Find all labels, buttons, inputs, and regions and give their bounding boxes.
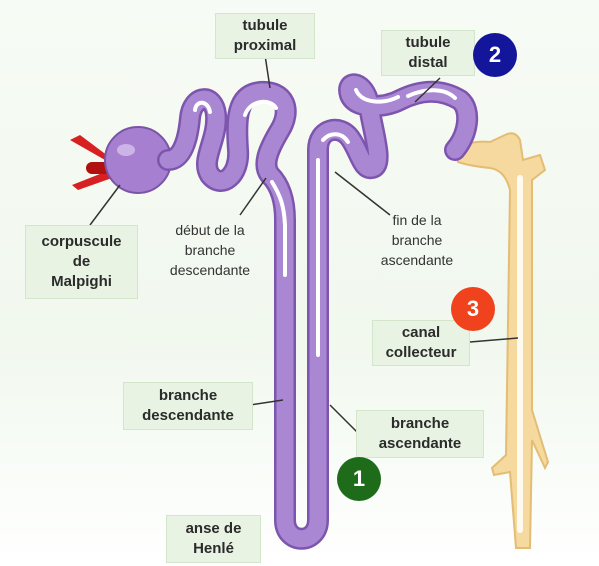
label-branche-descendante: branche descendante	[123, 382, 253, 430]
label-tubule-distal: tubule distal	[381, 30, 475, 76]
nephron-tubule	[168, 84, 467, 538]
label-debut-branche-descendante: début de la branche descendante	[155, 220, 265, 280]
badge-3: 3	[451, 287, 495, 331]
label-anse-henle: anse de Henlé	[166, 515, 261, 563]
badge-1: 1	[337, 457, 381, 501]
label-fin-branche-ascendante: fin de la branche ascendante	[362, 210, 472, 270]
label-tubule-proximal: tubule proximal	[215, 13, 315, 59]
label-corpuscule-malpighi: corpuscule de Malpighi	[25, 225, 138, 299]
badge-2: 2	[473, 33, 517, 77]
label-branche-ascendante: branche ascendante	[356, 410, 484, 458]
label-canal-collecteur: canal collecteur	[372, 320, 470, 366]
